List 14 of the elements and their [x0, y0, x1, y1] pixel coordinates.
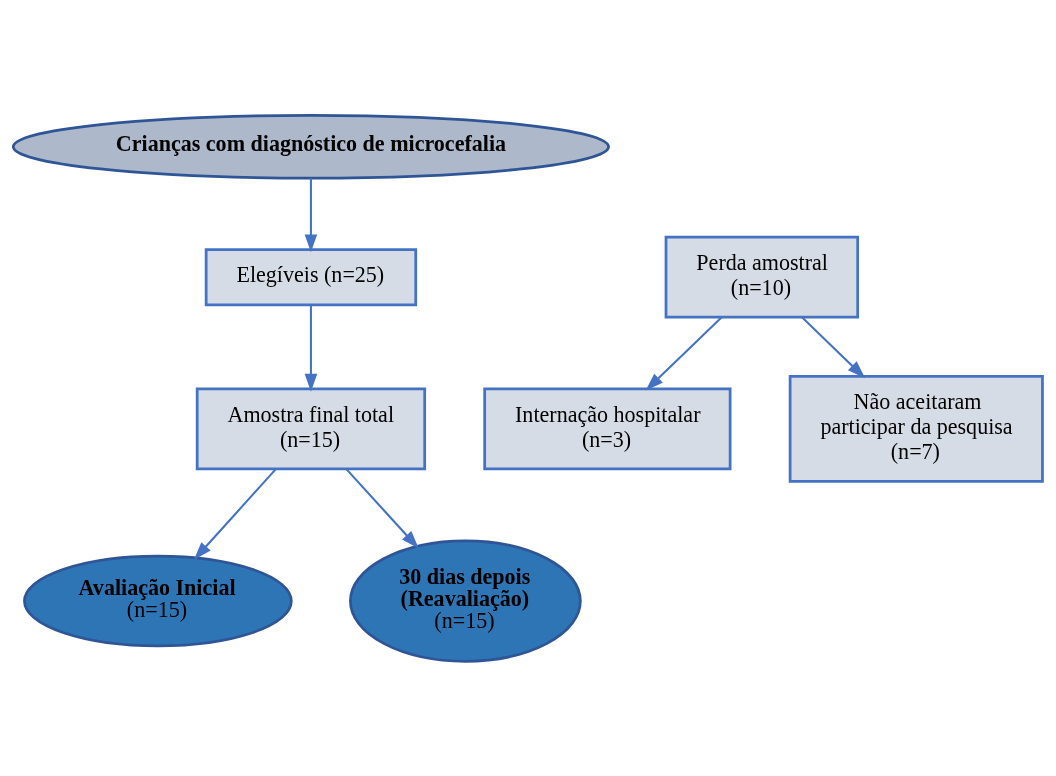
node-box: Elegíveis (n=25)	[204, 247, 418, 306]
node-ellipse: Avaliação Inicial (n=15)	[23, 554, 293, 647]
node-box: Não aceitaram participar da pesquisa (n=7)	[788, 374, 1044, 483]
arrow	[304, 177, 318, 252]
arrow	[345, 467, 419, 549]
node-ellipse: Crianças com diagnóstico de microcefalia	[11, 113, 610, 179]
node-box: Internação hospitalar (n=3)	[483, 387, 732, 470]
arrow	[801, 316, 866, 378]
arrow	[193, 467, 277, 560]
arrow	[304, 304, 318, 392]
node-box: Amostra final total (n=15)	[195, 387, 427, 470]
arrow	[645, 316, 723, 391]
node-ellipse: 30 dias depois (Reavaliação) (n=15)	[349, 538, 582, 663]
node-box: Perda amostral (n=10)	[664, 235, 860, 319]
